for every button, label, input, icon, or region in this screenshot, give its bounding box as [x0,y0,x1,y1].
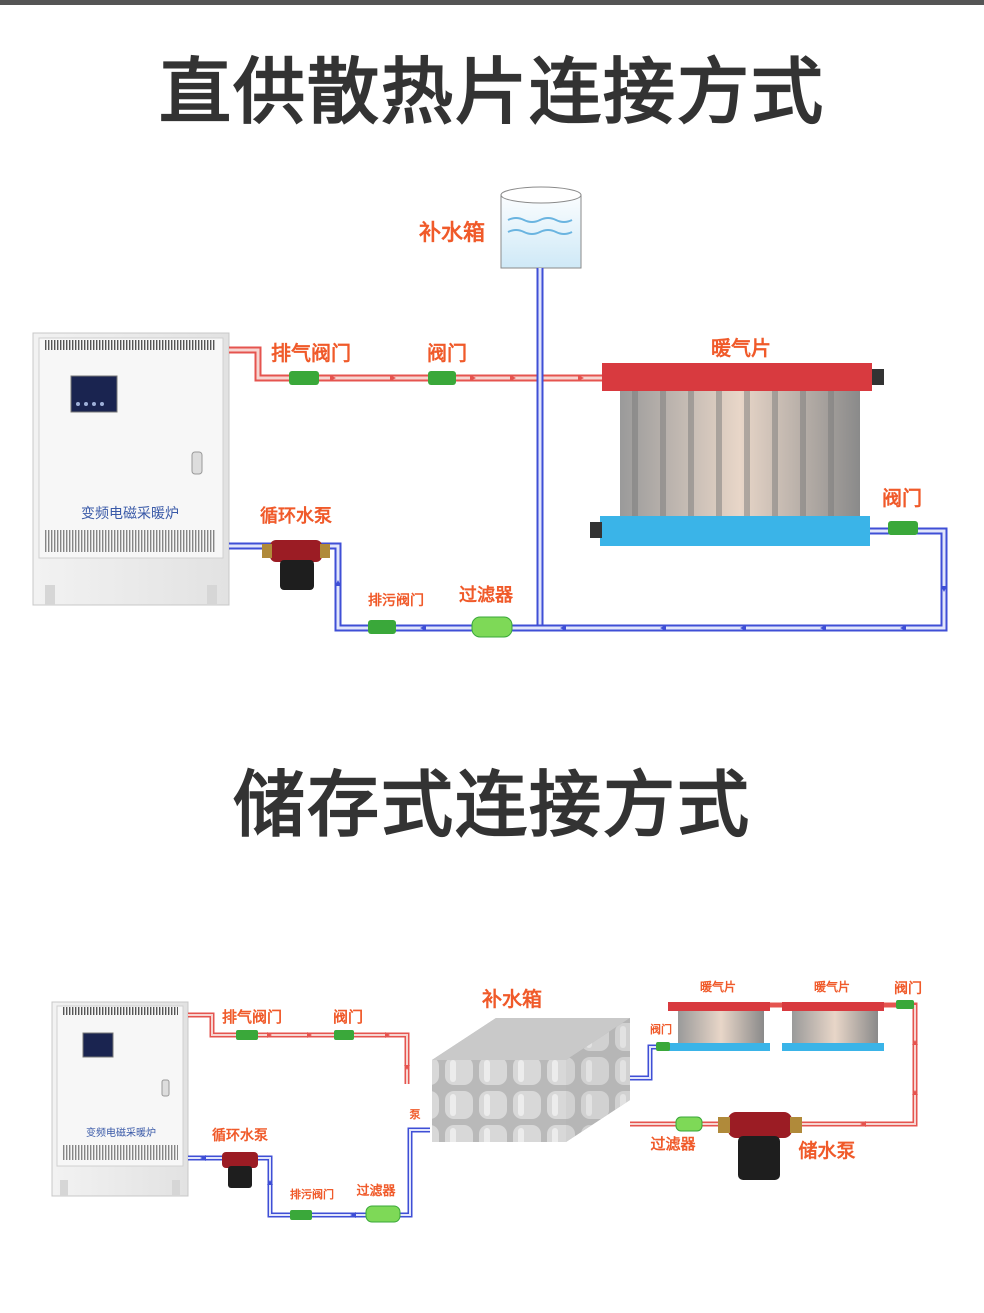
return-valve-label: 阀门 [882,486,922,510]
pump-short-label: 泵 [410,1108,421,1121]
filter-left-2-label: 过滤器 [356,1183,396,1199]
drain-valve-label: 排污阀门 [368,592,424,609]
radiator-2a [668,1002,770,1051]
return-loop-pipe-2 [630,1044,668,1081]
filter-left-2 [365,1205,401,1223]
valve-left-2 [656,1042,670,1051]
boiler-2-brand-label: 变频电磁采暖炉 [86,1126,156,1139]
valve-left-2-label: 阀门 [650,1022,672,1036]
filter-label: 过滤器 [459,584,514,606]
tank-2-label: 补水箱 [481,987,542,1011]
hot-supply-pipe-2 [188,1012,410,1084]
return-valve [888,521,918,535]
section2-title: 储存式连接方式 [232,763,751,847]
supply-valve-label: 阀门 [427,341,467,365]
supply-valve-2-label: 阀门 [333,1008,363,1026]
exhaust-valve [289,371,319,385]
exhaust-valve-2-label: 排气阀门 [222,1008,282,1026]
radiator [590,363,884,546]
pump-2-label: 循环水泵 [212,1127,268,1144]
filter-right-2-label: 过滤器 [650,1135,696,1153]
makeup-water-tank [500,186,582,269]
boiler-unit-2 [51,1001,189,1197]
filter [471,616,513,638]
drain-valve-2 [290,1210,312,1220]
boiler-unit [32,332,230,606]
storage-pump [718,1112,802,1180]
filter-right-2 [675,1116,703,1132]
circulation-pump [262,540,330,590]
radiator-2a-label: 暖气片 [700,979,736,994]
stainless-water-tank [432,1018,630,1142]
circulation-pump-2 [222,1152,258,1188]
storage-pump-label: 储水泵 [798,1139,855,1162]
supply-valve [428,371,456,385]
section1-title: 直供散热片连接方式 [158,50,825,134]
supply-valve-2 [334,1030,354,1040]
valve-right-2-label: 阀门 [894,980,922,997]
drain-valve [368,620,396,634]
tank-label: 补水箱 [418,220,485,246]
pump-label: 循环水泵 [260,505,332,527]
radiator-label: 暖气片 [711,336,771,360]
top-border-bar [0,0,984,5]
boiler-brand-label: 变频电磁采暖炉 [81,506,179,522]
drain-valve-2-label: 排污阀门 [290,1187,334,1201]
exhaust-valve-2 [236,1030,258,1040]
radiator-2b-label: 暖气片 [814,979,850,994]
valve-right-2 [896,1000,914,1009]
radiator-2b [782,1002,884,1051]
exhaust-valve-label: 排气阀门 [271,341,351,365]
